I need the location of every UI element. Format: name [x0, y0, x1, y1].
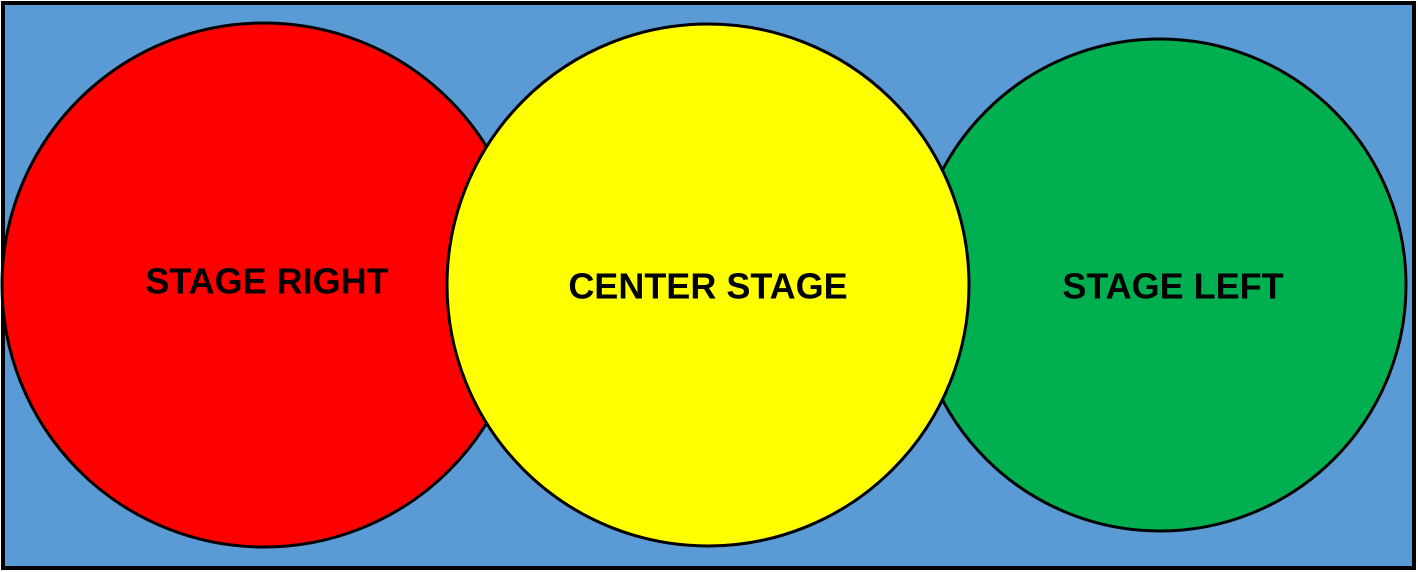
stage-left-label: STAGE LEFT [1062, 266, 1283, 307]
stage-right-label: STAGE RIGHT [145, 261, 388, 302]
center-stage-circle [445, 22, 971, 548]
center-stage-label: CENTER STAGE [568, 266, 847, 307]
